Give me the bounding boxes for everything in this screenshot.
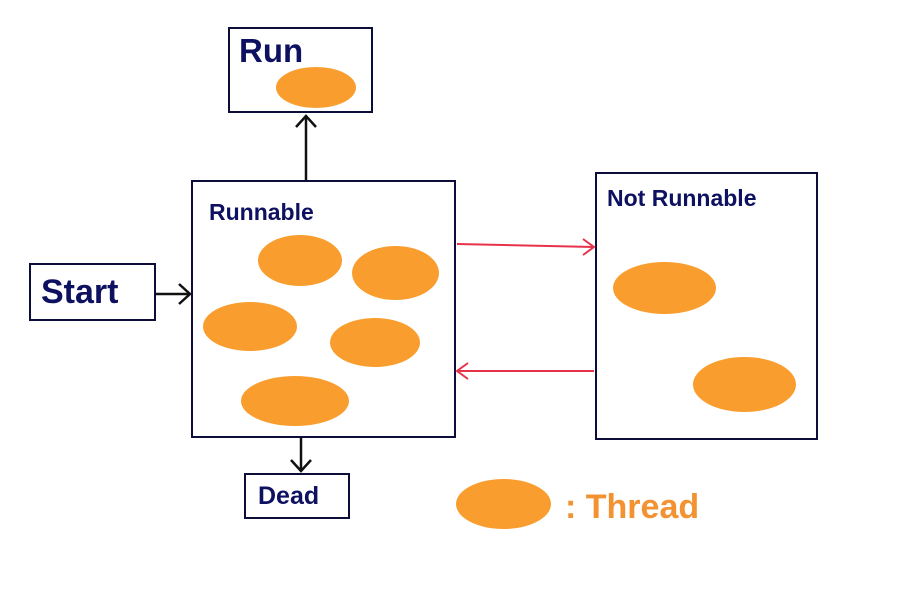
runnable-state-box: Runnable bbox=[191, 180, 456, 438]
arrow-not-runnable-to-runnable bbox=[455, 362, 594, 380]
start-state-label: Start bbox=[41, 273, 119, 311]
arrow-start-to-runnable bbox=[156, 283, 192, 305]
arrow-runnable-to-not-runnable bbox=[456, 238, 596, 256]
legend-thread-icon bbox=[456, 479, 551, 529]
thread-ellipse bbox=[241, 376, 349, 426]
thread-ellipse bbox=[613, 262, 716, 314]
start-state-box: Start bbox=[29, 263, 156, 321]
dead-state-box: Dead bbox=[244, 473, 350, 519]
thread-ellipse bbox=[258, 235, 342, 286]
not-runnable-state-box: Not Runnable bbox=[595, 172, 818, 440]
arrow-runnable-to-dead bbox=[290, 438, 312, 473]
run-state-label: Run bbox=[239, 32, 304, 69]
arrow-runnable-to-run bbox=[295, 114, 317, 180]
thread-ellipse bbox=[203, 302, 297, 351]
run-state-box: Run bbox=[228, 27, 373, 113]
thread-ellipse bbox=[352, 246, 439, 300]
legend-thread-label: : Thread bbox=[565, 488, 700, 526]
thread-ellipse bbox=[330, 318, 420, 367]
thread-ellipse bbox=[693, 357, 796, 412]
runnable-state-label: Runnable bbox=[209, 199, 314, 225]
not-runnable-state-label: Not Runnable bbox=[607, 185, 757, 211]
dead-state-label: Dead bbox=[258, 482, 320, 510]
thread-ellipse bbox=[276, 67, 356, 108]
